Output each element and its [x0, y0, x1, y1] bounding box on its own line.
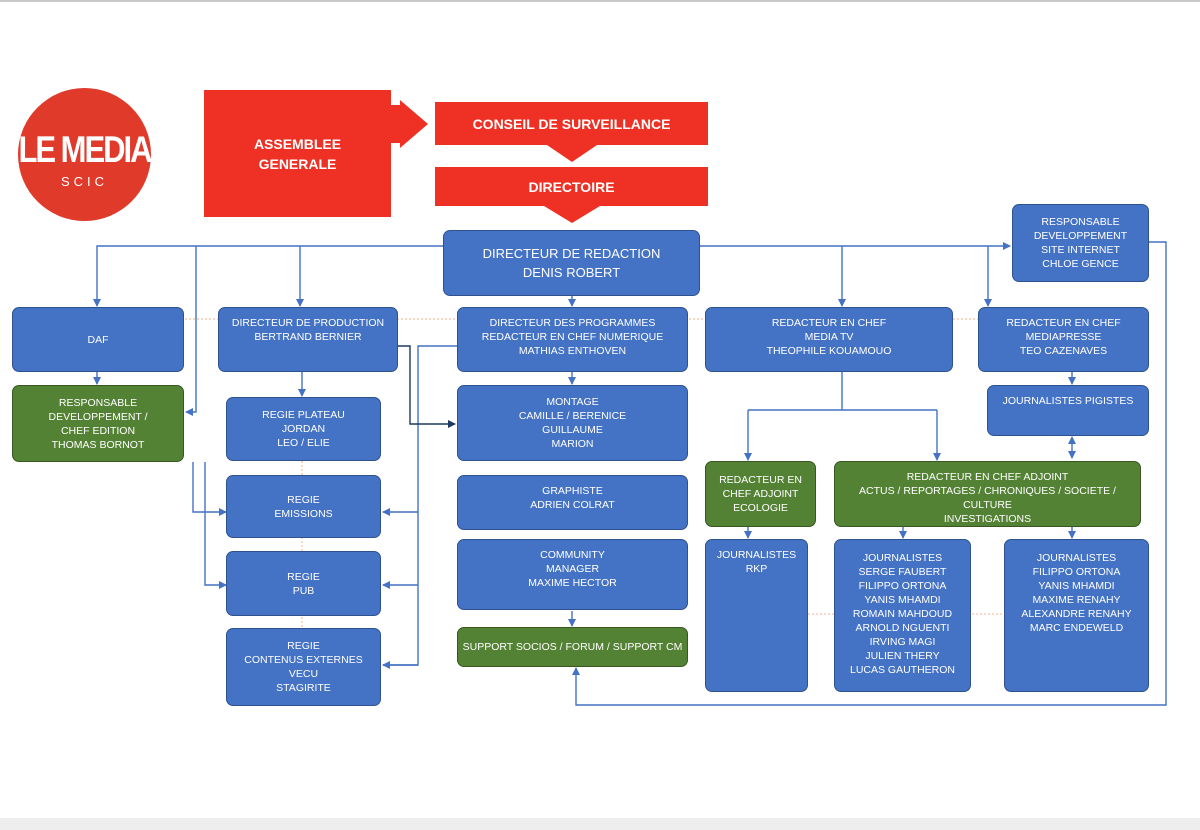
conseil-surveillance-box: CONSEIL DE SURVEILLANCE [435, 102, 708, 145]
community-manager-node: COMMUNITY MANAGER MAXIME HECTOR [457, 539, 688, 610]
daf-node: DAF [12, 307, 184, 372]
graphiste-node: GRAPHISTE ADRIEN COLRAT [457, 475, 688, 530]
journalistes-pigistes-node: JOURNALISTES PIGISTES [987, 385, 1149, 436]
le-media-logo: LE MEDIA SCIC [18, 88, 153, 221]
support-node: SUPPORT SOCIOS / FORUM / SUPPORT CM [457, 627, 688, 667]
adjoint-actus-node: REDACTEUR EN CHEF ADJOINT ACTUS / REPORT… [834, 461, 1141, 527]
responsable-site-node: RESPONSABLE DEVELOPPEMENT SITE INTERNET … [1012, 204, 1149, 282]
mediatv-split [748, 372, 937, 411]
directoire-box: DIRECTOIRE [435, 167, 708, 206]
directeur-production-node: DIRECTEUR DE PRODUCTION BERTRAND BERNIER [218, 307, 398, 372]
directeur-redaction-node: DIRECTEUR DE REDACTION DENIS ROBERT [443, 230, 700, 296]
arrow-ag-to-conseil [390, 100, 428, 148]
edition-to-pub [204, 462, 227, 589]
site-to-support-loop [572, 241, 1167, 706]
redac-mediapresse-node: REDACTEUR EN CHEF MEDIAPRESSE TEO CAZENA… [978, 307, 1149, 372]
bottom-strip [0, 818, 1200, 830]
regie-pub-node: REGIE PUB [226, 551, 381, 616]
resp-edition-node: RESPONSABLE DEVELOPPEMENT / CHEF EDITION… [12, 385, 184, 462]
bus-to-chef-edition [185, 246, 197, 416]
regie-plateau-node: REGIE PLATEAU JORDAN LEO / ELIE [226, 397, 381, 461]
arrow-conseil-to-directoire [544, 143, 600, 162]
journalistes-rkp-node: JOURNALISTES RKP [705, 539, 808, 692]
prod-to-montage [398, 345, 456, 428]
adjoint-ecologie-node: REDACTEUR EN CHEF ADJOINT ECOLOGIE [705, 461, 816, 527]
montage-node: MONTAGE CAMILLE / BERENICE GUILLAUME MAR… [457, 385, 688, 461]
bus-left [93, 245, 443, 307]
edition-to-emissions [192, 462, 227, 516]
regie-emissions-node: REGIE EMISSIONS [226, 475, 381, 538]
logo-sub: SCIC [60, 174, 109, 189]
directeur-programmes-node: DIRECTEUR DES PROGRAMMES REDACTEUR EN CH… [457, 307, 688, 372]
assemblee-generale-box: ASSEMBLEE GENERALE [204, 90, 391, 217]
redac-mediatv-node: REDACTEUR EN CHEF MEDIA TV THEOPHILE KOU… [705, 307, 953, 372]
regie-contenus-node: REGIE CONTENUS EXTERNES VECU STAGIRITE [226, 628, 381, 706]
journalistes-a-node: JOURNALISTES SERGE FAUBERT FILIPPO ORTON… [834, 539, 971, 692]
arrow-directoire-to-redaction [544, 206, 600, 223]
logo-word: LE MEDIA [18, 128, 152, 171]
journalistes-b-node: JOURNALISTES FILIPPO ORTONA YANIS MHAMDI… [1004, 539, 1149, 692]
prog-to-regies [383, 345, 457, 666]
